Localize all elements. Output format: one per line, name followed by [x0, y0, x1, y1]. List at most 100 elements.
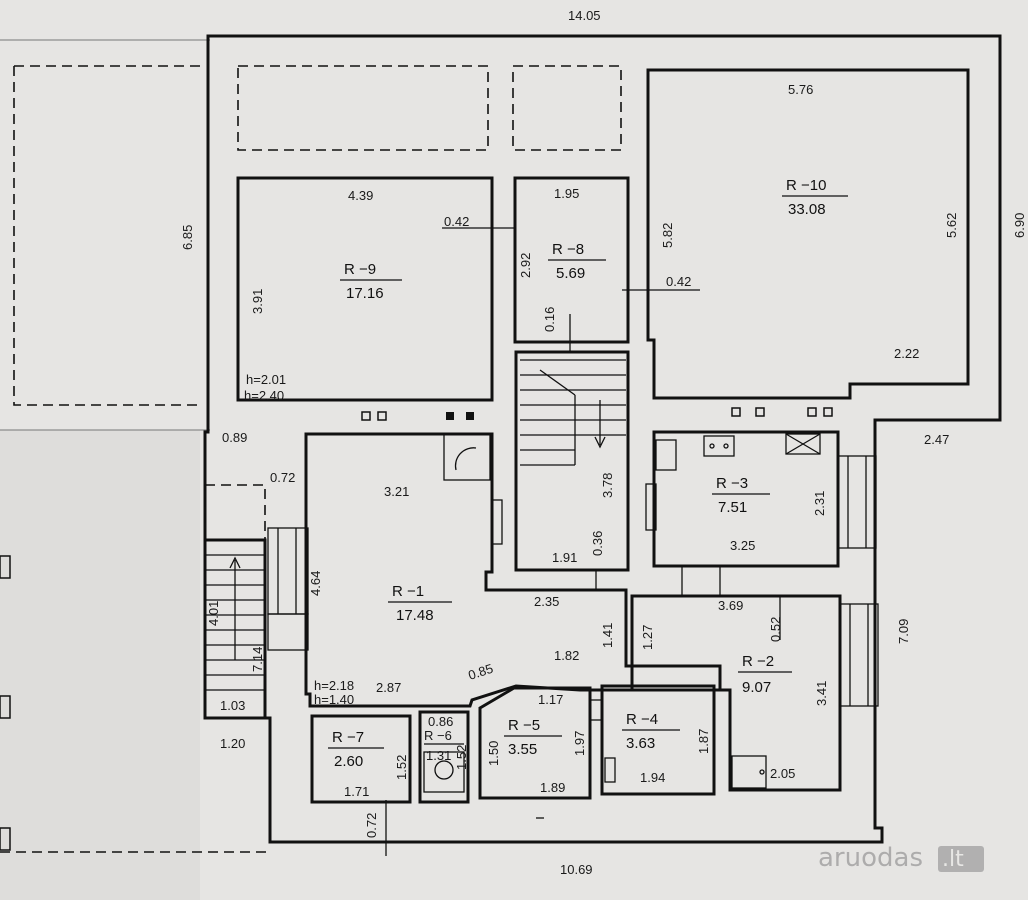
dim-stair-191: 1.91: [552, 550, 577, 565]
room-r10-wall: [646, 68, 970, 400]
room-r7: R −7 2.60: [328, 729, 384, 770]
dim-r10-bottom: 2.22: [894, 346, 919, 361]
room-r9-area: 17.16: [346, 285, 384, 302]
dim-r5-117: 1.17: [538, 692, 563, 707]
dim-left-outer: 6.85: [180, 225, 195, 250]
room-r6-label: R −6: [424, 728, 452, 743]
room-r2-area: 9.07: [742, 679, 771, 696]
windows-right: [267, 455, 879, 707]
dim-r10-gap: 0.42: [666, 274, 691, 289]
dim-r9-gap: 0.42: [444, 214, 469, 229]
dashed-outline-left: [13, 65, 200, 406]
room-r7-wall: [310, 714, 412, 804]
dim-r2-205: 2.05: [770, 766, 795, 781]
dashed-landing: [204, 484, 266, 541]
room-r5-label: R −5: [508, 717, 540, 734]
dim-r7-152: 1.52: [394, 755, 409, 780]
dim-r7-171: 1.71: [344, 784, 369, 799]
dim-r5-150: 1.50: [486, 741, 501, 766]
room-r4-area: 3.63: [626, 735, 655, 752]
dim-h4: h=1.40: [314, 692, 354, 707]
room-r7-label: R −7: [332, 729, 364, 746]
room-r5: R −5 3.55: [504, 717, 562, 758]
dim-235: 2.35: [534, 594, 559, 609]
dim-right-outer: 6.90: [1012, 213, 1027, 238]
room-r10-area: 33.08: [788, 201, 826, 218]
dim-127: 1.27: [640, 625, 655, 650]
room-r1: R −1 17.48: [388, 583, 452, 624]
room-r3-label: R −3: [716, 475, 748, 492]
room-r9: R −9 17.16: [340, 261, 402, 302]
dim-182: 1.82: [554, 648, 579, 663]
room-r5-wall: [478, 686, 592, 800]
room-r10: R −10 33.08: [782, 177, 848, 218]
room-r6: R −6 1.31: [424, 728, 464, 763]
room-r9-wall: [236, 176, 494, 402]
dimension-labels: 14.05 10.69 6.85 6.90 7.09 4.39 3.91 0.4…: [180, 8, 1027, 877]
dim-141: 1.41: [600, 623, 615, 648]
dim-r8-gap: 0.16: [542, 307, 557, 332]
dim-r5-189: 1.89: [540, 780, 565, 795]
dim-r5-197: 1.97: [572, 731, 587, 756]
room-r8-label: R −8: [552, 241, 584, 258]
room-r2-label: R −2: [742, 653, 774, 670]
room-r4-label: R −4: [626, 711, 658, 728]
dim-r9-width: 4.39: [348, 188, 373, 203]
dim-247: 2.47: [924, 432, 949, 447]
room-r3-wall: [652, 430, 840, 568]
watermark-text: aruodas: [818, 843, 923, 873]
room-r4-wall: [600, 684, 716, 796]
room-r6-area: 1.31: [426, 748, 451, 763]
room-r2-wall: [630, 594, 842, 792]
dim-r4-187: 1.87: [696, 729, 711, 754]
dim-072b: 0.72: [364, 813, 379, 838]
dim-stair-036: 0.36: [590, 531, 605, 556]
room-r8-area: 5.69: [556, 265, 585, 282]
dim-r10-width: 5.76: [788, 82, 813, 97]
stair-core-wall: [514, 350, 630, 572]
room-r8: R −8 5.69: [548, 241, 606, 282]
dim-r3-231: 2.31: [812, 491, 827, 516]
room-r3-area: 7.51: [718, 499, 747, 516]
dim-401: 4.01: [206, 601, 221, 626]
dim-085: 0.85: [466, 661, 495, 683]
dim-h3: h=2.18: [314, 678, 354, 693]
dim-103: 1.03: [220, 698, 245, 713]
left-stair-treads: [205, 554, 265, 691]
room-r10-label: R −10: [786, 177, 826, 194]
dim-120: 1.20: [220, 736, 245, 751]
room-r1-label: R −1: [392, 583, 424, 600]
dim-r8-height: 2.92: [518, 253, 533, 278]
room-r6-wall: [418, 710, 470, 804]
dim-089: 0.89: [222, 430, 247, 445]
dim-321: 3.21: [384, 484, 409, 499]
dim-right-lower: 7.09: [896, 619, 911, 644]
dim-r8-width: 1.95: [554, 186, 579, 201]
watermark: aruodas .lt: [818, 843, 984, 873]
room-r5-area: 3.55: [508, 741, 537, 758]
room-r4: R −4 3.63: [622, 711, 680, 752]
dim-r3-325: 3.25: [730, 538, 755, 553]
dashed-top-1: [237, 65, 489, 151]
room-r8-wall: [513, 176, 630, 344]
dim-287: 2.87: [376, 680, 401, 695]
dim-714: 7.14: [250, 647, 265, 672]
fixtures: [423, 433, 821, 819]
dim-r9-height: 3.91: [250, 289, 265, 314]
room-r1-area: 17.48: [396, 607, 434, 624]
dim-r10-right: 5.62: [944, 213, 959, 238]
dim-r6-152: 1.52: [454, 745, 469, 770]
dim-464: 4.64: [308, 571, 323, 596]
dashed-top-2: [512, 65, 622, 151]
room-r7-area: 2.60: [334, 753, 363, 770]
dim-052: 0.52: [768, 617, 783, 642]
room-r3: R −3 7.51: [712, 475, 770, 516]
dim-stair-378: 3.78: [600, 473, 615, 498]
markers: [0, 407, 833, 851]
watermark-tld: .lt: [942, 847, 964, 872]
dim-r6-086: 0.86: [428, 714, 453, 729]
dim-bottom: 10.69: [560, 862, 593, 877]
dim-r2-341: 3.41: [814, 681, 829, 706]
leader-lines: [385, 227, 781, 856]
